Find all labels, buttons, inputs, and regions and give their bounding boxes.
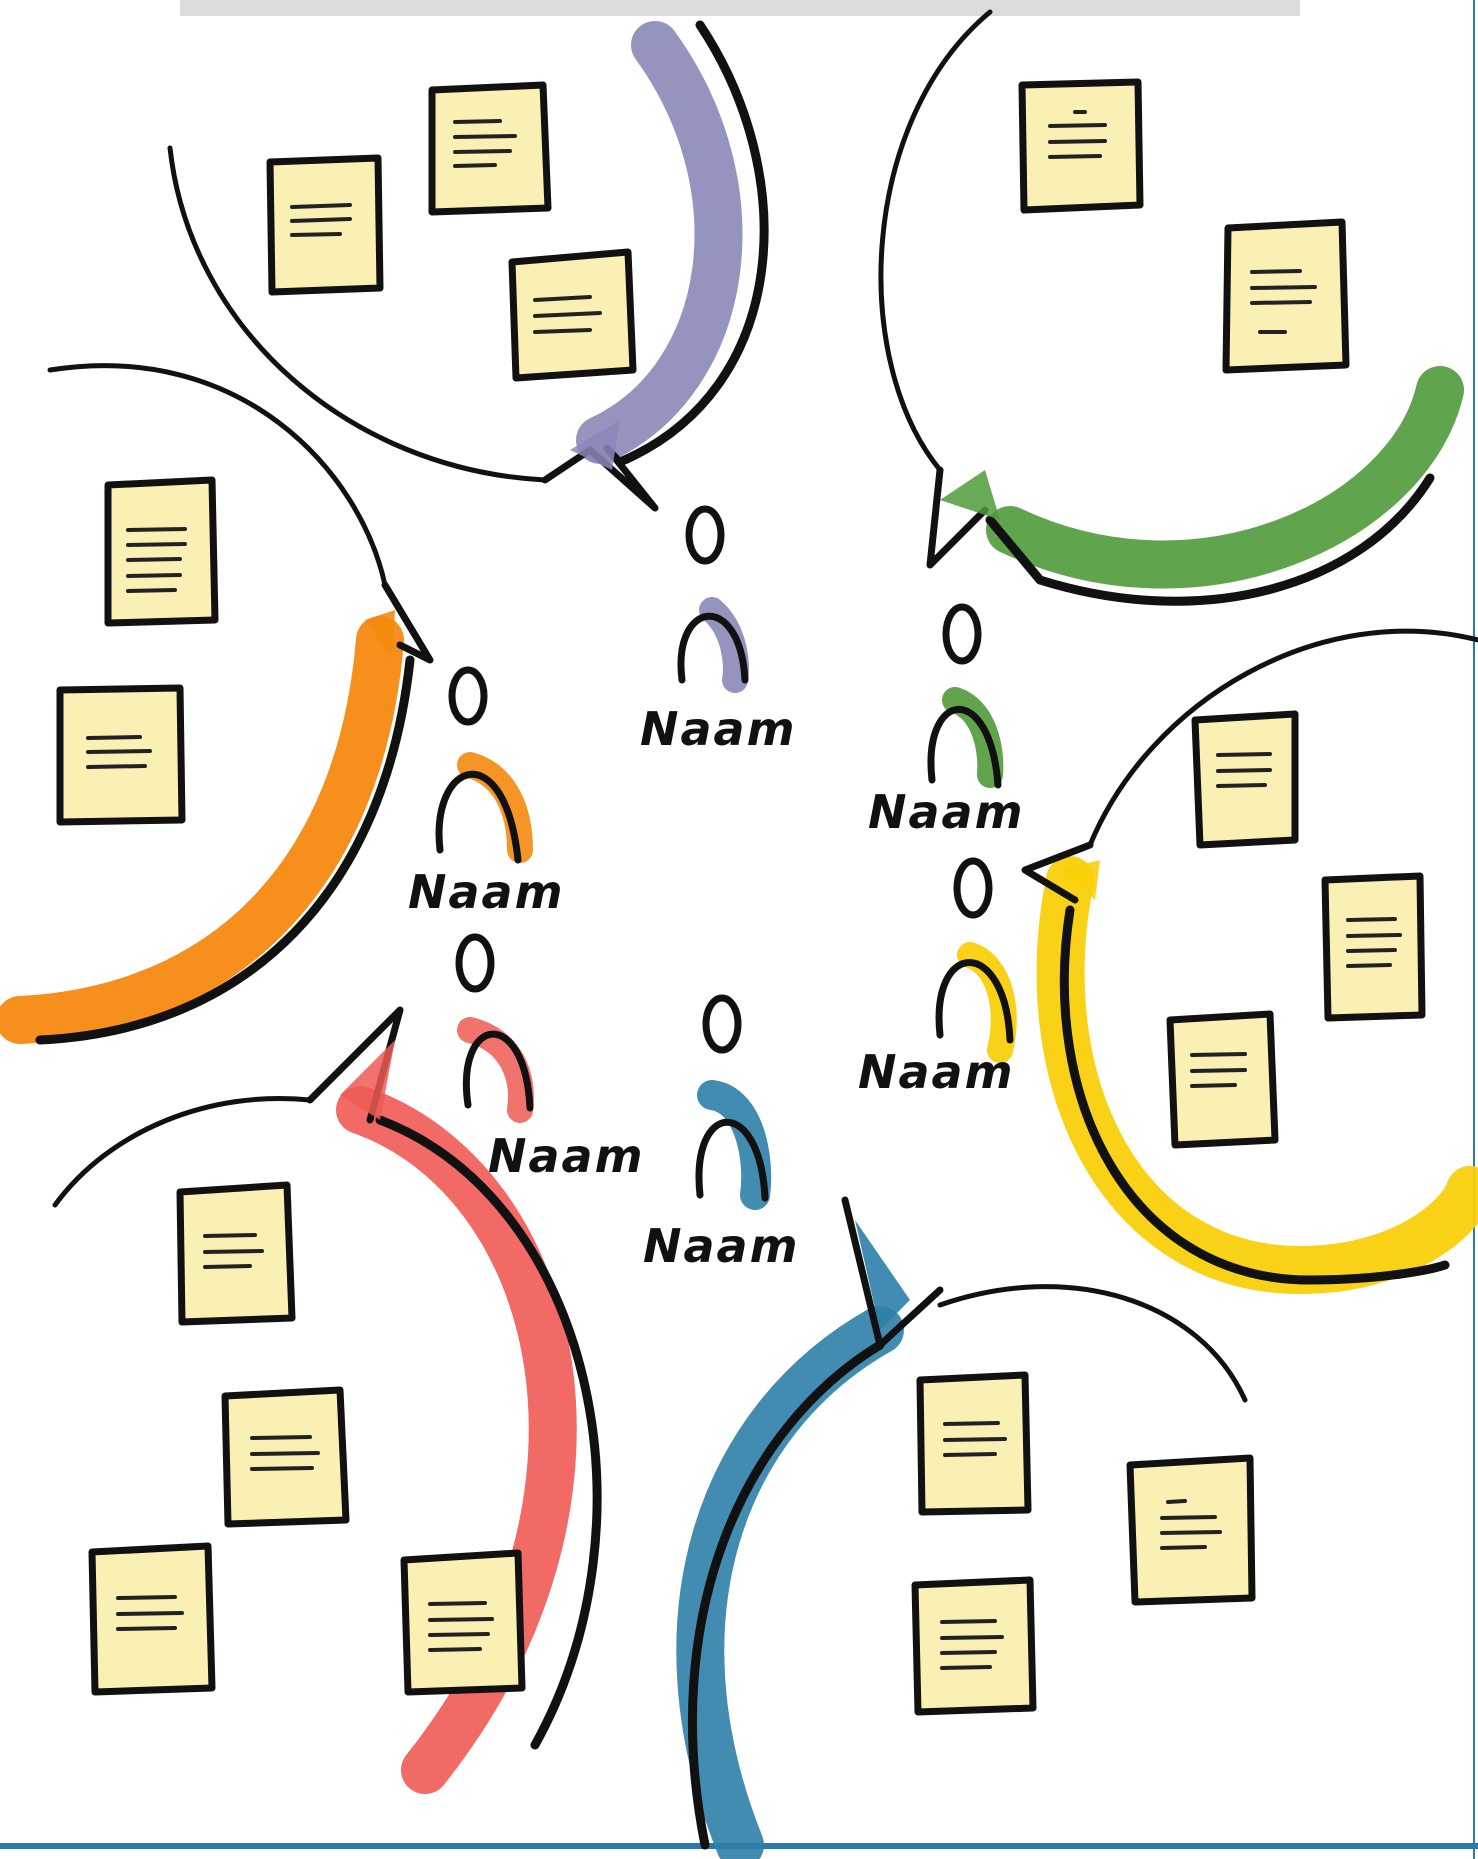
name-label-orange: Naam (408, 865, 565, 919)
sticky-note (1126, 1454, 1256, 1606)
speech-bubble-blue (676, 1196, 1248, 1859)
sticky-note (400, 1549, 526, 1696)
name-label-purple: Naam (640, 702, 797, 756)
person-yellow: Naam (858, 857, 1017, 1099)
name-label-green: Naam (868, 785, 1025, 839)
sticky-note (221, 1386, 350, 1528)
sticky-note (916, 1371, 1032, 1516)
sticky-note (911, 1576, 1037, 1716)
sticky-note (56, 684, 186, 826)
sticky-note (104, 476, 219, 627)
sticky-note (88, 1542, 216, 1696)
name-label-blue: Naam (643, 1219, 800, 1273)
person-orange: Naam (408, 666, 565, 919)
sticky-notes (56, 78, 1426, 1716)
sticky-note (1018, 78, 1144, 214)
person-blue: Naam (643, 994, 800, 1273)
person-red: Naam (455, 933, 645, 1183)
sticky-note (176, 1181, 296, 1326)
top-shadow (180, 0, 1300, 16)
sticky-note (508, 248, 637, 382)
speech-bubble-purple (167, 20, 769, 512)
speech-bubble-orange (0, 363, 434, 1045)
sticky-note (1191, 710, 1299, 849)
sticky-note (1166, 1010, 1279, 1149)
name-label-red: Naam (488, 1129, 645, 1183)
person-purple: Naam (640, 505, 797, 756)
sticky-note (266, 154, 384, 296)
name-label-yellow: Naam (858, 1045, 1015, 1099)
speech-bubble-green (878, 9, 1464, 606)
person-green: Naam (868, 603, 1025, 839)
sticky-note (1222, 218, 1350, 374)
sticky-note (428, 81, 552, 216)
speech-bubble-yellow (1021, 628, 1478, 1295)
sticky-note (1321, 872, 1426, 1022)
